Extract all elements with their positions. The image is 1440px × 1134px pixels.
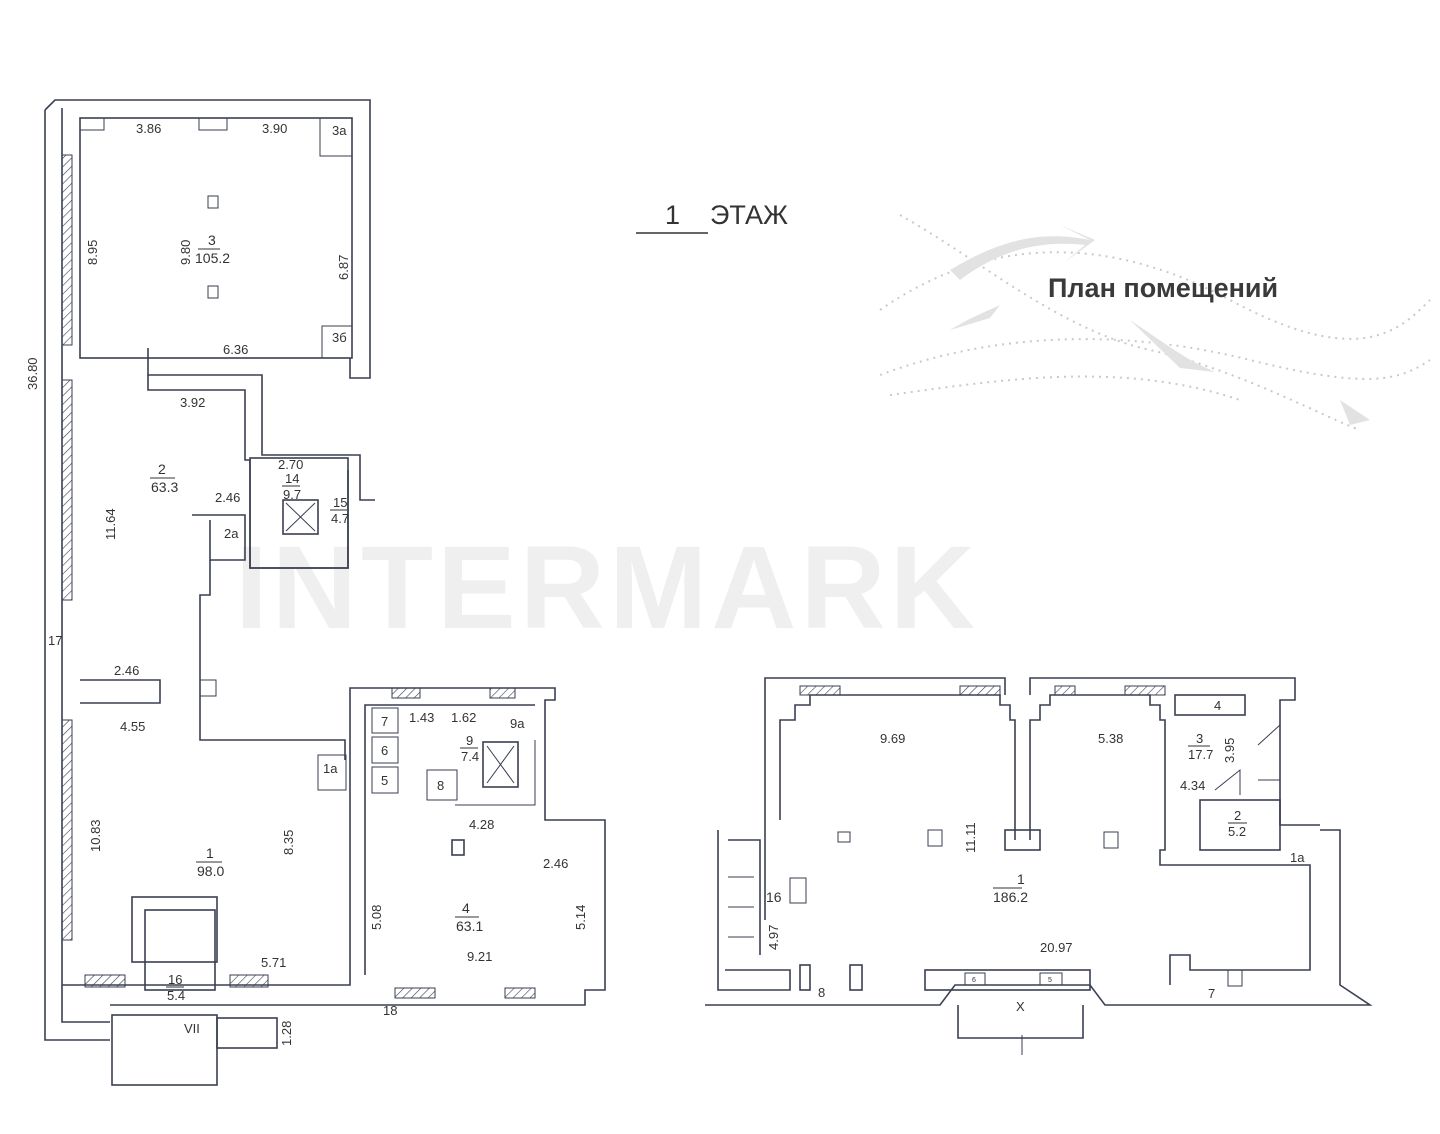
swirl-arrow-icon: [1130, 320, 1215, 372]
dimension-label: 11.64: [103, 508, 118, 540]
room-label: 463.1: [455, 900, 483, 934]
dimension-label: 8.35: [281, 830, 296, 855]
decorative-swirl-logo: [879, 214, 1431, 431]
svg-text:98.0: 98.0: [197, 863, 224, 879]
small-room-label: 4: [1214, 698, 1221, 713]
svg-text:1: 1: [1017, 871, 1025, 887]
svg-text:9.7: 9.7: [283, 487, 301, 502]
dimension-label: 5.08: [369, 905, 384, 930]
room-label: 25.2: [1228, 808, 1247, 839]
dimension-label: 5.71: [261, 955, 286, 970]
svg-text:16: 16: [168, 972, 182, 987]
svg-text:15: 15: [333, 495, 347, 510]
small-room-label: 8: [437, 778, 444, 793]
dimension-label: 1.43: [409, 710, 434, 725]
dimension-label: 18: [383, 1003, 397, 1018]
swirl-arrow-icon: [950, 305, 1000, 330]
dimension-label: 1.62: [451, 710, 476, 725]
dimension-label: 3.90: [262, 121, 287, 136]
svg-text:1: 1: [206, 845, 214, 861]
dimension-label: 3.92: [180, 395, 205, 410]
small-room-label: X: [1016, 999, 1025, 1014]
dimension-label: 9.80: [178, 240, 193, 265]
dimension-label: 4.97: [766, 925, 781, 950]
svg-text:14: 14: [285, 471, 299, 486]
dimension-label: 3.86: [136, 121, 161, 136]
small-room-label: 8: [818, 985, 825, 1000]
watermark: INTERMARK: [235, 522, 979, 654]
dimension-label: 20.97: [1040, 940, 1073, 955]
small-room-label: 1а: [1290, 850, 1305, 865]
dimension-label: 4.34: [1180, 778, 1205, 793]
svg-text:3: 3: [1196, 731, 1203, 746]
dimension-label: 4.55: [120, 719, 145, 734]
room-label: 263.3: [150, 461, 178, 495]
small-room-label: 6: [381, 743, 388, 758]
small-room-label: 3б: [332, 330, 347, 345]
small-room-label: 5: [1048, 977, 1052, 984]
room-label: 154.7: [330, 495, 349, 526]
swirl-arrow-icon: [950, 225, 1095, 280]
svg-text:5.2: 5.2: [1228, 824, 1246, 839]
room-label: 149.7: [282, 471, 301, 502]
dimension-label: 11.11: [963, 822, 978, 853]
dimension-label: 36.80: [25, 357, 40, 390]
swirl-arrow-icon: [1340, 400, 1370, 425]
svg-text:2: 2: [158, 461, 166, 477]
small-room-label: 6: [972, 977, 976, 984]
room-label: 3 105.2: [195, 232, 230, 266]
dimension-label: 1.28: [279, 1021, 294, 1046]
small-room-label: VII: [184, 1021, 200, 1036]
svg-text:17.7: 17.7: [1188, 747, 1213, 762]
dimension-label: 9.21: [467, 949, 492, 964]
dimension-label: 2.46: [215, 490, 240, 505]
plan-title: План помещений: [1048, 273, 1278, 303]
dimension-label: 4.28: [469, 817, 494, 832]
small-room-label: 2а: [224, 526, 239, 541]
small-room-label: 7: [1208, 986, 1215, 1001]
svg-text:5.4: 5.4: [167, 988, 185, 1003]
left-floor-plan: 3.86 3.90 8.95 9.80 6.87 6.36 36.80 3.92…: [25, 99, 606, 1086]
svg-text:2: 2: [1234, 808, 1241, 823]
floor-word: ЭТАЖ: [710, 200, 788, 230]
dimension-label: 8.95: [85, 240, 100, 265]
room-label: 165.4: [166, 972, 185, 1003]
dimension-label: 6.87: [336, 255, 351, 280]
dimension-label: 5.14: [573, 905, 588, 930]
svg-text:63.3: 63.3: [151, 479, 178, 495]
small-room-label: 3а: [332, 123, 347, 138]
dimension-label: 3.95: [1222, 738, 1237, 763]
dimension-label: 2.70: [278, 457, 303, 472]
svg-text:7.4: 7.4: [461, 749, 479, 764]
right-floor-plan: 1 186.2 317.7 25.2 9.69 5.38 3.95 4.34 11…: [705, 677, 1373, 1055]
dimension-label: 5.38: [1098, 731, 1123, 746]
floor-title: 1 ЭТАЖ: [636, 200, 788, 234]
small-room-label: 7: [381, 714, 388, 729]
room-label: 97.4: [460, 733, 479, 764]
svg-text:186.2: 186.2: [993, 889, 1028, 905]
dimension-label: 17: [48, 633, 62, 648]
dimension-label: 6.36: [223, 342, 248, 357]
room-label: 317.7: [1188, 731, 1213, 762]
floor-number: 1: [665, 200, 680, 230]
room-label: 198.0: [196, 845, 224, 879]
dimension-label: 2.46: [543, 856, 568, 871]
small-room-label: 16: [766, 889, 782, 905]
dimension-label: 10.83: [88, 819, 103, 852]
room-label: 1 186.2: [993, 871, 1028, 905]
small-room-label: 5: [381, 773, 388, 788]
svg-text:4.7: 4.7: [331, 511, 349, 526]
svg-text:63.1: 63.1: [456, 918, 483, 934]
dimension-label: 2.46: [114, 663, 139, 678]
svg-text:3: 3: [208, 232, 216, 248]
small-room-label: 9а: [510, 716, 525, 731]
svg-text:4: 4: [462, 900, 470, 916]
dimension-label: 9.69: [880, 731, 905, 746]
svg-text:9: 9: [466, 733, 473, 748]
svg-text:105.2: 105.2: [195, 250, 230, 266]
small-room-label: 1а: [323, 761, 338, 776]
